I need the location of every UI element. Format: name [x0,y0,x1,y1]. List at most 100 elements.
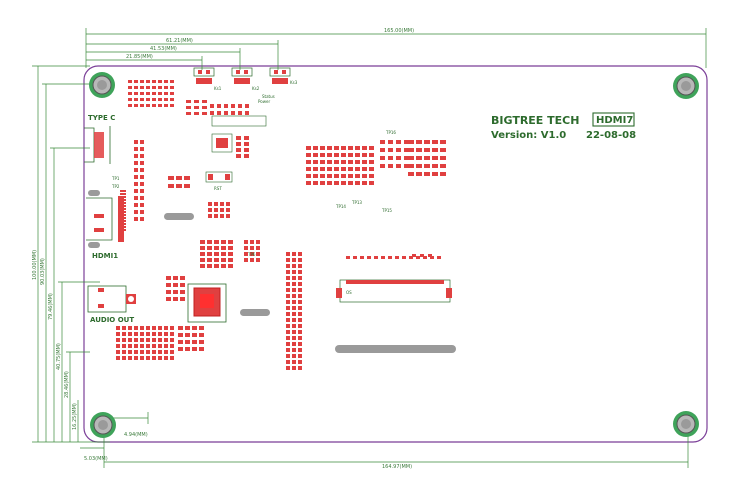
component-pad [298,324,302,328]
component-pad [292,282,296,286]
component-pad [334,153,339,157]
component-pad [158,92,162,95]
component-pad [369,181,374,185]
rst-label: RST [214,186,222,191]
component-pad [416,172,422,176]
component-pad [231,104,235,108]
component-pad [164,80,168,83]
component-pad [298,360,302,364]
component-pad [402,256,406,259]
component-pad [238,104,242,108]
component-pad [298,330,302,334]
component-pad [116,350,120,354]
component-pad [374,256,378,259]
reset-button [205,171,233,183]
component-pad [140,338,144,342]
component-pad [202,106,207,109]
component-pad [292,276,296,280]
component-pad [120,223,126,225]
component-pad [440,140,446,144]
component-pad [341,167,346,171]
component-pad [164,356,168,360]
mounting-hole-br [673,411,699,437]
component-pad [178,347,183,351]
component-pad [140,154,144,158]
component-pad [220,208,224,212]
component-pad [369,153,374,157]
bottom-dimension [80,412,689,468]
component-pad [140,140,144,144]
component-pad [220,202,224,206]
component-pad [396,156,401,160]
dim-hole-x: 4.94(MM) [124,432,148,438]
component-pad [140,92,144,95]
component-pad [152,344,156,348]
component-pad [207,246,212,250]
component-pad [146,350,150,354]
component-pad [170,350,174,354]
component-pad [298,294,302,298]
component-pad [170,332,174,336]
component-pad [152,332,156,336]
component-pad [134,344,138,348]
component-pad [194,100,199,103]
component-pad [298,348,302,352]
component-pad [420,254,424,257]
component-pad [286,312,290,316]
component-pad [134,350,138,354]
component-pad [120,196,126,198]
component-pad [140,182,144,186]
component-pad [120,214,126,216]
component-pad [404,140,409,144]
component-pad [214,240,219,244]
component-pad [134,175,138,179]
component-pad [292,252,296,256]
component-pad [292,270,296,274]
component-pad [286,282,290,286]
component-pad [194,112,199,115]
component-pad [388,164,393,168]
component-pad [152,356,156,360]
component-pad [208,202,212,206]
component-pad [388,156,393,160]
component-pad [388,140,393,144]
tp1-label: TP1 [111,176,120,181]
component-pad [128,80,132,83]
component-pad [134,140,138,144]
component-pad [231,111,235,115]
component-pad [134,168,138,172]
component-pad [355,174,360,178]
component-pad [298,270,302,274]
component-pad [164,332,168,336]
component-pad [194,106,199,109]
component-pad [362,181,367,185]
component-pad [286,366,290,370]
component-pad [226,208,230,212]
dim-left-100: 100.00(MM) [32,250,38,280]
component-pad [120,217,126,219]
component-pad [298,264,302,268]
component-pad [286,306,290,310]
component-pad [158,80,162,83]
component-pad [286,258,290,262]
component-pad [306,174,311,178]
component-pad [170,338,174,342]
component-pad [128,338,132,342]
component-pad [341,146,346,150]
component-pad [140,86,144,89]
component-pad [250,240,254,244]
component-pad [214,246,219,250]
component-pad [298,342,302,346]
component-pad [134,356,138,360]
component-pad [437,256,441,259]
component-pad [120,229,126,231]
component-pad [298,336,302,340]
component-pad [207,240,212,244]
component-pad [192,340,197,344]
component-pad [140,189,144,193]
component-pad [432,148,438,152]
component-pad [146,80,150,83]
component-pad [140,217,144,221]
component-pad [128,86,132,89]
component-pad [306,153,311,157]
